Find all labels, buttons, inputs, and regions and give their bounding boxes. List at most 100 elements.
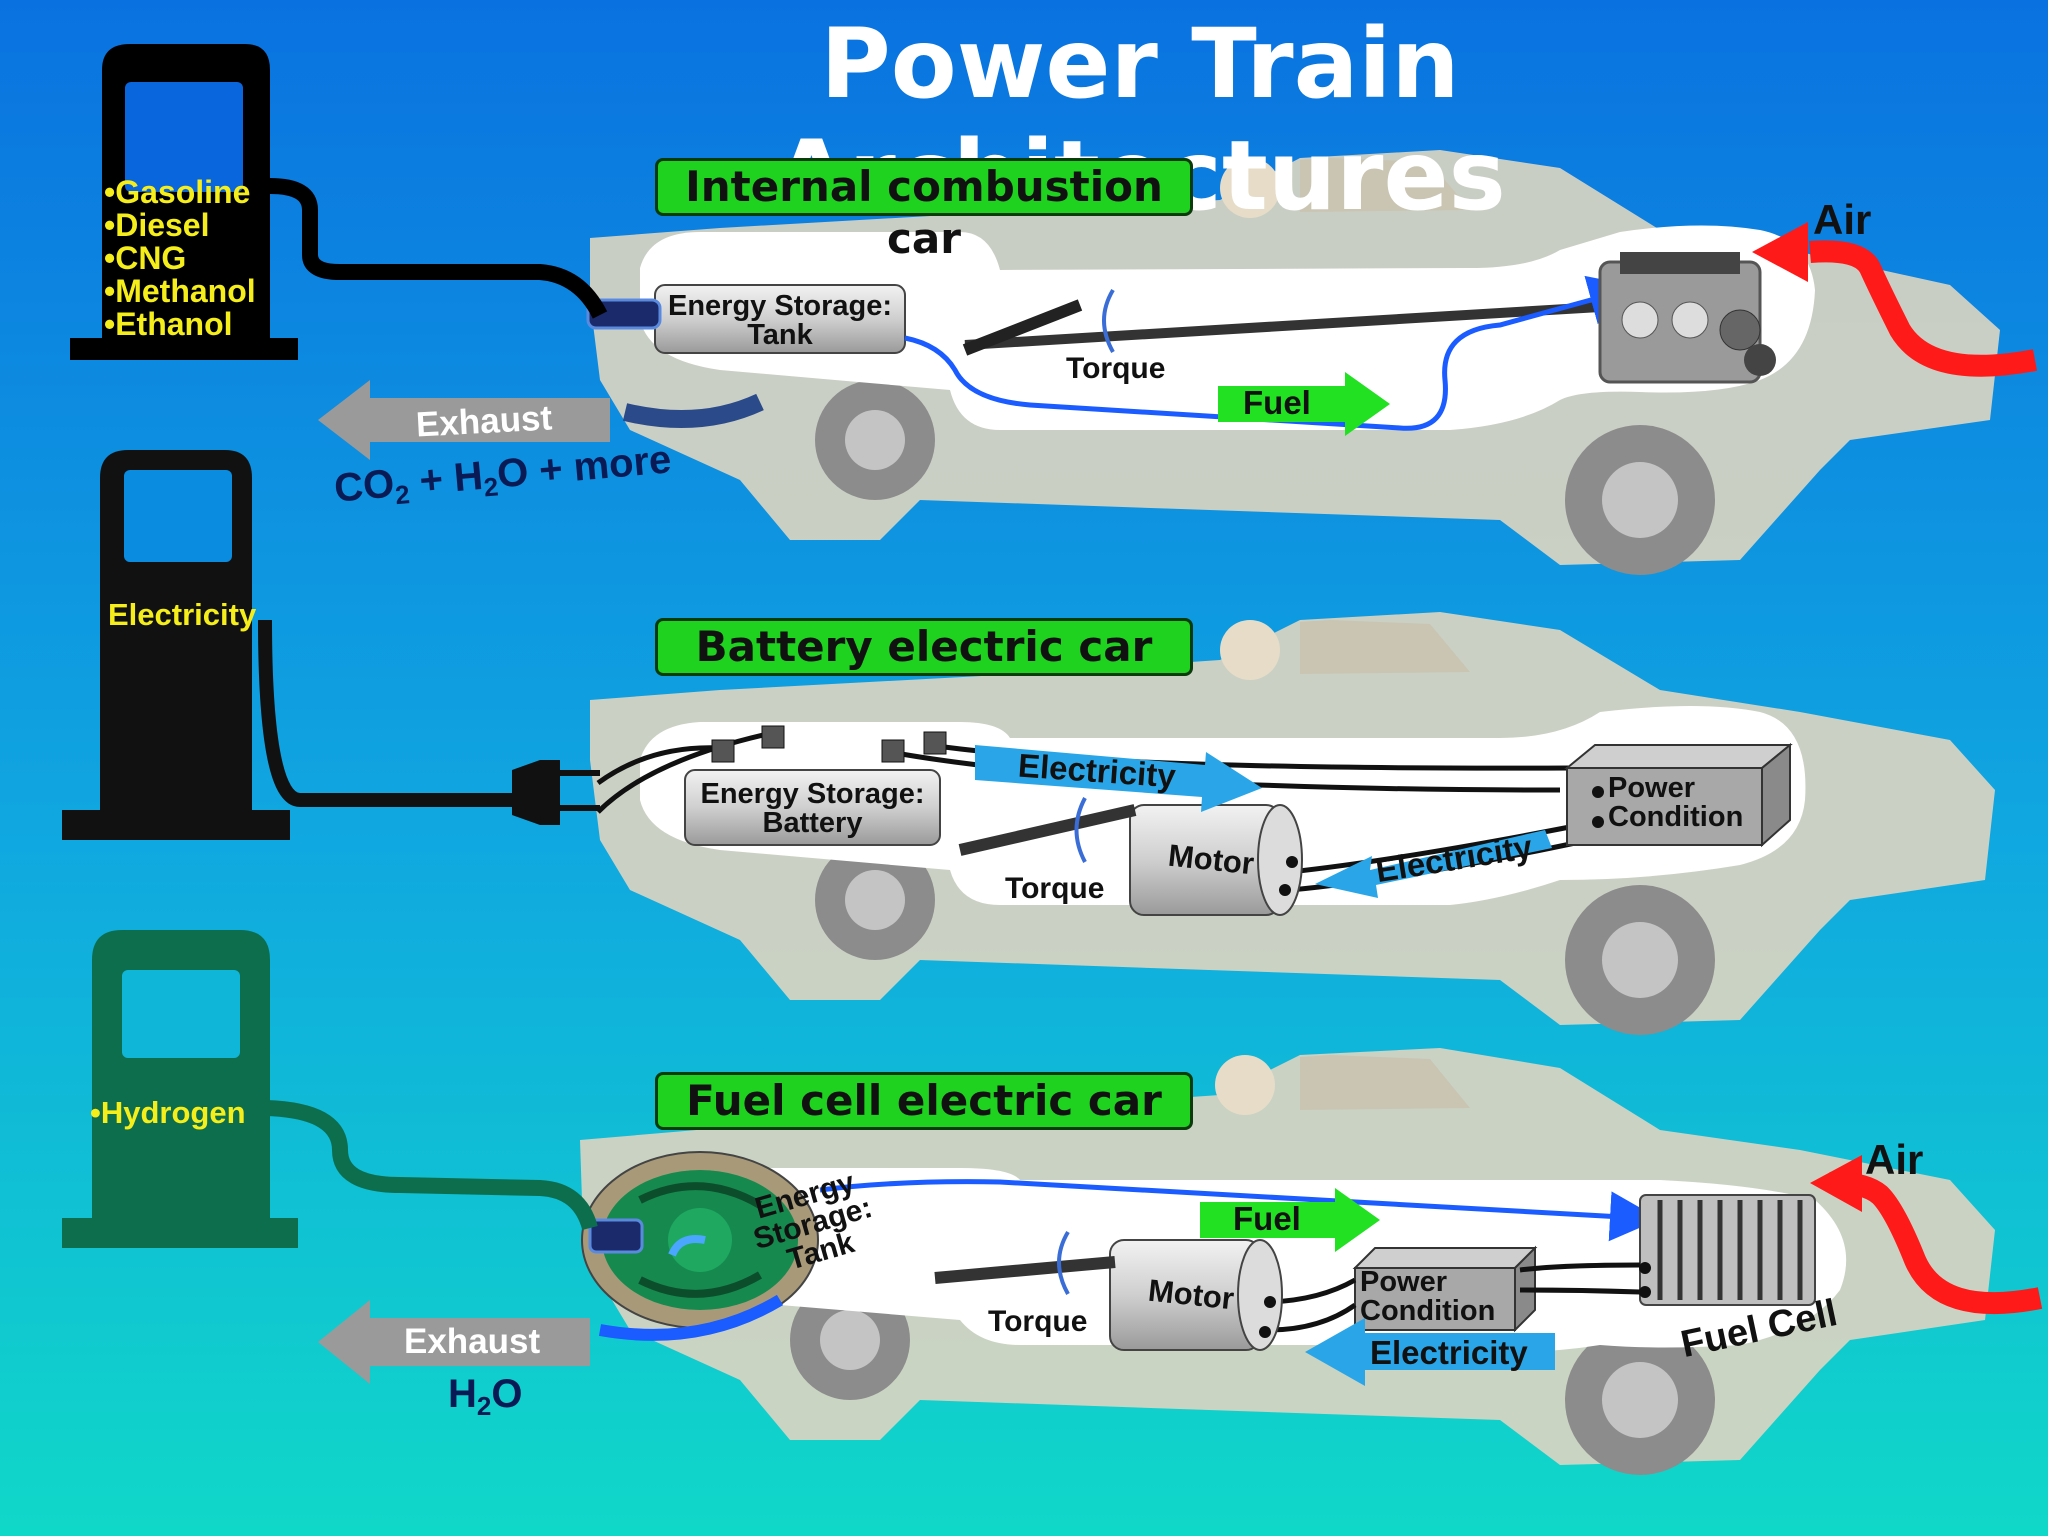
formula-part: H [448,1372,477,1416]
wheel-front [1565,425,1715,575]
hydrogen-pump [62,930,298,1248]
tank-label-line: Tank [747,319,813,351]
electricity-arrow [1305,1318,1555,1386]
battery-label-line: Energy Storage: [700,778,925,810]
charger-cable [258,619,512,807]
fuel-cell-car [264,1048,2043,1475]
power-condition-box [1564,742,1793,848]
fuel-cell-label: Fuel cell electric car [655,1072,1193,1130]
engine-icon [1598,252,1776,384]
battery-electric-label: Battery electric car [655,618,1193,676]
hydrogen-inlet-hose [668,1235,706,1257]
wheel-front [1565,885,1715,1035]
formula-part: CO [332,461,397,511]
internal-combustion-car [318,150,2038,575]
electric-charger [62,450,290,840]
drive-shaft [964,302,1601,350]
fuel-hose [269,178,608,319]
wheel-rear [815,380,935,500]
torque-icon [1074,797,1087,863]
windshield [1300,158,1470,212]
air-label: Air [1813,196,1872,243]
power-condition-label: Power Condition [1608,774,1743,832]
torque-icon [1102,288,1115,353]
battery-terminal [761,725,785,749]
fuel-type-item: •Gasoline [104,174,251,210]
fuel-pump-1 [70,44,608,360]
hydrogen-hose [264,1100,598,1231]
drive-shaft [958,804,1137,856]
emission-formula: H2O [448,1372,522,1422]
hydrogen-label: •Hydrogen [90,1095,246,1130]
hydrogen-inlet [588,1218,644,1254]
formula-part: O [491,1372,523,1416]
formula-sub: 2 [476,1390,492,1421]
charger-label: Electricity [108,597,257,632]
fuel-type-item: •Ethanol [104,306,233,342]
power-condition-line: Condition [1360,1295,1496,1327]
energy-storage-battery [684,769,941,846]
terminal-dot [1639,1262,1651,1274]
air-arrowhead [1810,1155,1862,1212]
battery-terminal [923,731,947,755]
air-arrowhead [1752,222,1808,282]
power-condition-line: Condition [1608,801,1744,833]
terminal-dot [1592,786,1604,798]
driver-head [1215,1055,1275,1115]
tank-label-line: Energy Storage: [668,290,892,322]
page-title: Power Train Architectures [774,8,1506,232]
fuel-arrow [1218,372,1390,436]
exhaust-label: Exhaust [415,398,554,445]
power-condition-label: Power Condition [1360,1268,1495,1326]
driver-head [1220,158,1280,218]
air-label: Air [1865,1136,1924,1183]
motor [1129,804,1303,916]
fuel-cell-stack [1639,1194,1816,1306]
fuel-line [819,1179,1660,1242]
terminal-dot [1592,816,1604,828]
battery-label: Energy Storage: Battery [685,780,940,838]
drive-shaft [934,1256,1116,1284]
formula-part: + H [406,453,485,505]
internal-combustion-label: Internal combustion car [655,158,1193,263]
charging-plug [512,760,560,825]
battery-terminal [881,739,905,763]
torque-label: Torque [1005,872,1105,905]
fuel-type-item: •Diesel [104,207,210,243]
torque-icon [1057,1230,1070,1295]
exhaust-pipe [598,1294,784,1341]
wheel-front [1565,1325,1715,1475]
exhaust-arrow [318,1300,590,1384]
air-arrow [1829,1171,2043,1315]
power-condition-box [1352,1245,1538,1333]
electricity-label: Electricity [1370,1334,1528,1371]
power-condition-line: Power [1608,772,1696,804]
power-condition-line: Power [1360,1266,1448,1298]
windshield [1300,1055,1470,1110]
fuel-type-item: •Methanol [104,273,256,309]
fuel-label: Fuel [1233,1200,1301,1237]
battery-label-line: Battery [762,807,863,839]
tank-label: Energy Storage: Tank [655,292,905,350]
wheel-rear [815,840,935,960]
terminal-dot [1639,1286,1651,1298]
air-arrow [1809,240,2038,377]
battery-electric-car [258,612,1995,1035]
driver-head [1220,620,1280,680]
motor [1109,1239,1283,1351]
battery-terminal [711,739,735,763]
fuel-line [904,275,1640,431]
fuel-label: Fuel [1243,384,1311,421]
electricity-arrow-top [975,745,1262,812]
exhaust-pipe [622,393,764,429]
torque-label: Torque [1066,352,1166,385]
fuel-arrow [1200,1188,1380,1252]
fuel-type-list: •Gasoline •Diesel •CNG •Methanol •Ethano… [104,176,256,341]
windshield [1300,620,1470,674]
fuel-type-item: •CNG [104,240,187,276]
shaft-joint [962,299,1083,356]
fuel-inlet [586,298,662,330]
exhaust-arrow [318,380,610,460]
